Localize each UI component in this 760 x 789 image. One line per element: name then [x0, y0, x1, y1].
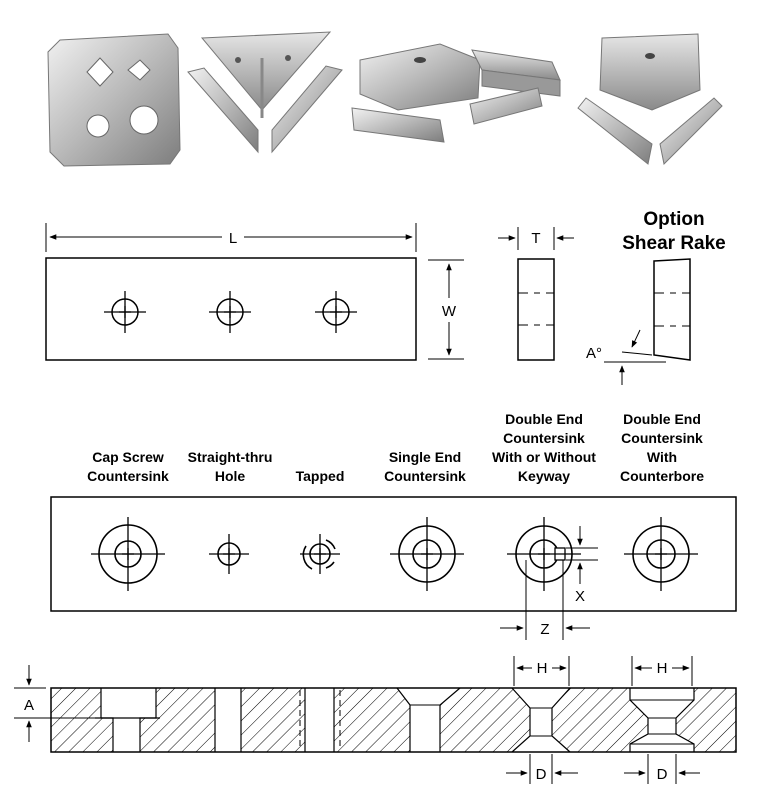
tapped-hole-symbol	[300, 534, 340, 574]
dim-H-1: H	[513, 656, 570, 686]
knife-illustration-square	[47, 33, 181, 167]
hole-type-label-5-line-2: Countersink	[503, 430, 585, 446]
hole-type-label-2-line-1: Straight-thru	[188, 449, 273, 465]
hole-type-label-6-line-2: Countersink	[621, 430, 703, 446]
hole-types-symbols	[91, 517, 698, 591]
dim-keyway: X Z	[500, 526, 598, 640]
dim-A: A	[14, 665, 96, 742]
double-end-countersink-counterbore-symbol	[624, 517, 698, 591]
dim-A-deg-label: A°	[586, 345, 602, 362]
hole-type-label-6-line-1: Double End	[623, 411, 701, 427]
top-view-holes	[104, 291, 357, 333]
hole-type-label-5-line-4: Keyway	[518, 468, 570, 484]
dim-H-label-1: H	[537, 660, 548, 677]
dim-L-label: L	[229, 230, 237, 247]
mounting-hole-1	[104, 291, 146, 333]
dim-Z-label: Z	[540, 621, 549, 638]
dim-D-label-1: D	[536, 766, 547, 783]
hole-type-label-2-line-2: Hole	[215, 468, 246, 484]
cap-screw-countersink-symbol	[91, 517, 165, 591]
knife-illustration-block-set	[351, 43, 561, 143]
option-title-line1: Option	[643, 209, 704, 230]
dim-T-label: T	[531, 230, 540, 247]
hole-type-label-5-line-3: With or Without	[492, 449, 596, 465]
hole-type-label-6-line-3: With	[647, 449, 677, 465]
straight-thru-hole-symbol	[209, 534, 249, 574]
hole-type-label-5-line-1: Double End	[505, 411, 583, 427]
knife-illustration-triangle-set	[577, 33, 723, 166]
dim-D-2: D	[624, 754, 700, 784]
dim-A-label: A	[24, 697, 34, 714]
dim-D-label-2: D	[657, 766, 668, 783]
option-title-line2: Shear Rake	[622, 233, 726, 254]
dim-D-1: D	[506, 754, 578, 784]
dim-W-label: W	[442, 303, 457, 320]
hole-type-label-4-line-1: Single End	[389, 449, 461, 465]
dim-H-2: H	[631, 656, 693, 686]
mounting-hole-3	[315, 291, 357, 333]
dim-X-label: X	[575, 588, 585, 605]
cross-section	[50, 687, 737, 753]
hole-type-label-1-line-2: Countersink	[87, 468, 169, 484]
dim-W: W	[428, 259, 464, 360]
top-view-plate: L	[45, 223, 417, 361]
shear-rake-option: Option Shear Rake A°	[586, 209, 726, 385]
knife-illustration-v-set	[187, 31, 343, 154]
dim-H-label-2: H	[657, 660, 668, 677]
side-view-T: T	[498, 227, 574, 361]
mounting-hole-2	[209, 291, 251, 333]
hole-type-label-3-line-1: Tapped	[296, 468, 345, 484]
hole-type-label-1-line-1: Cap Screw	[92, 449, 164, 465]
single-end-countersink-symbol	[390, 517, 464, 591]
hole-type-label-6-line-4: Counterbore	[620, 468, 704, 484]
hole-type-label-4-line-2: Countersink	[384, 468, 466, 484]
double-end-countersink-keyway-symbol	[507, 517, 581, 591]
